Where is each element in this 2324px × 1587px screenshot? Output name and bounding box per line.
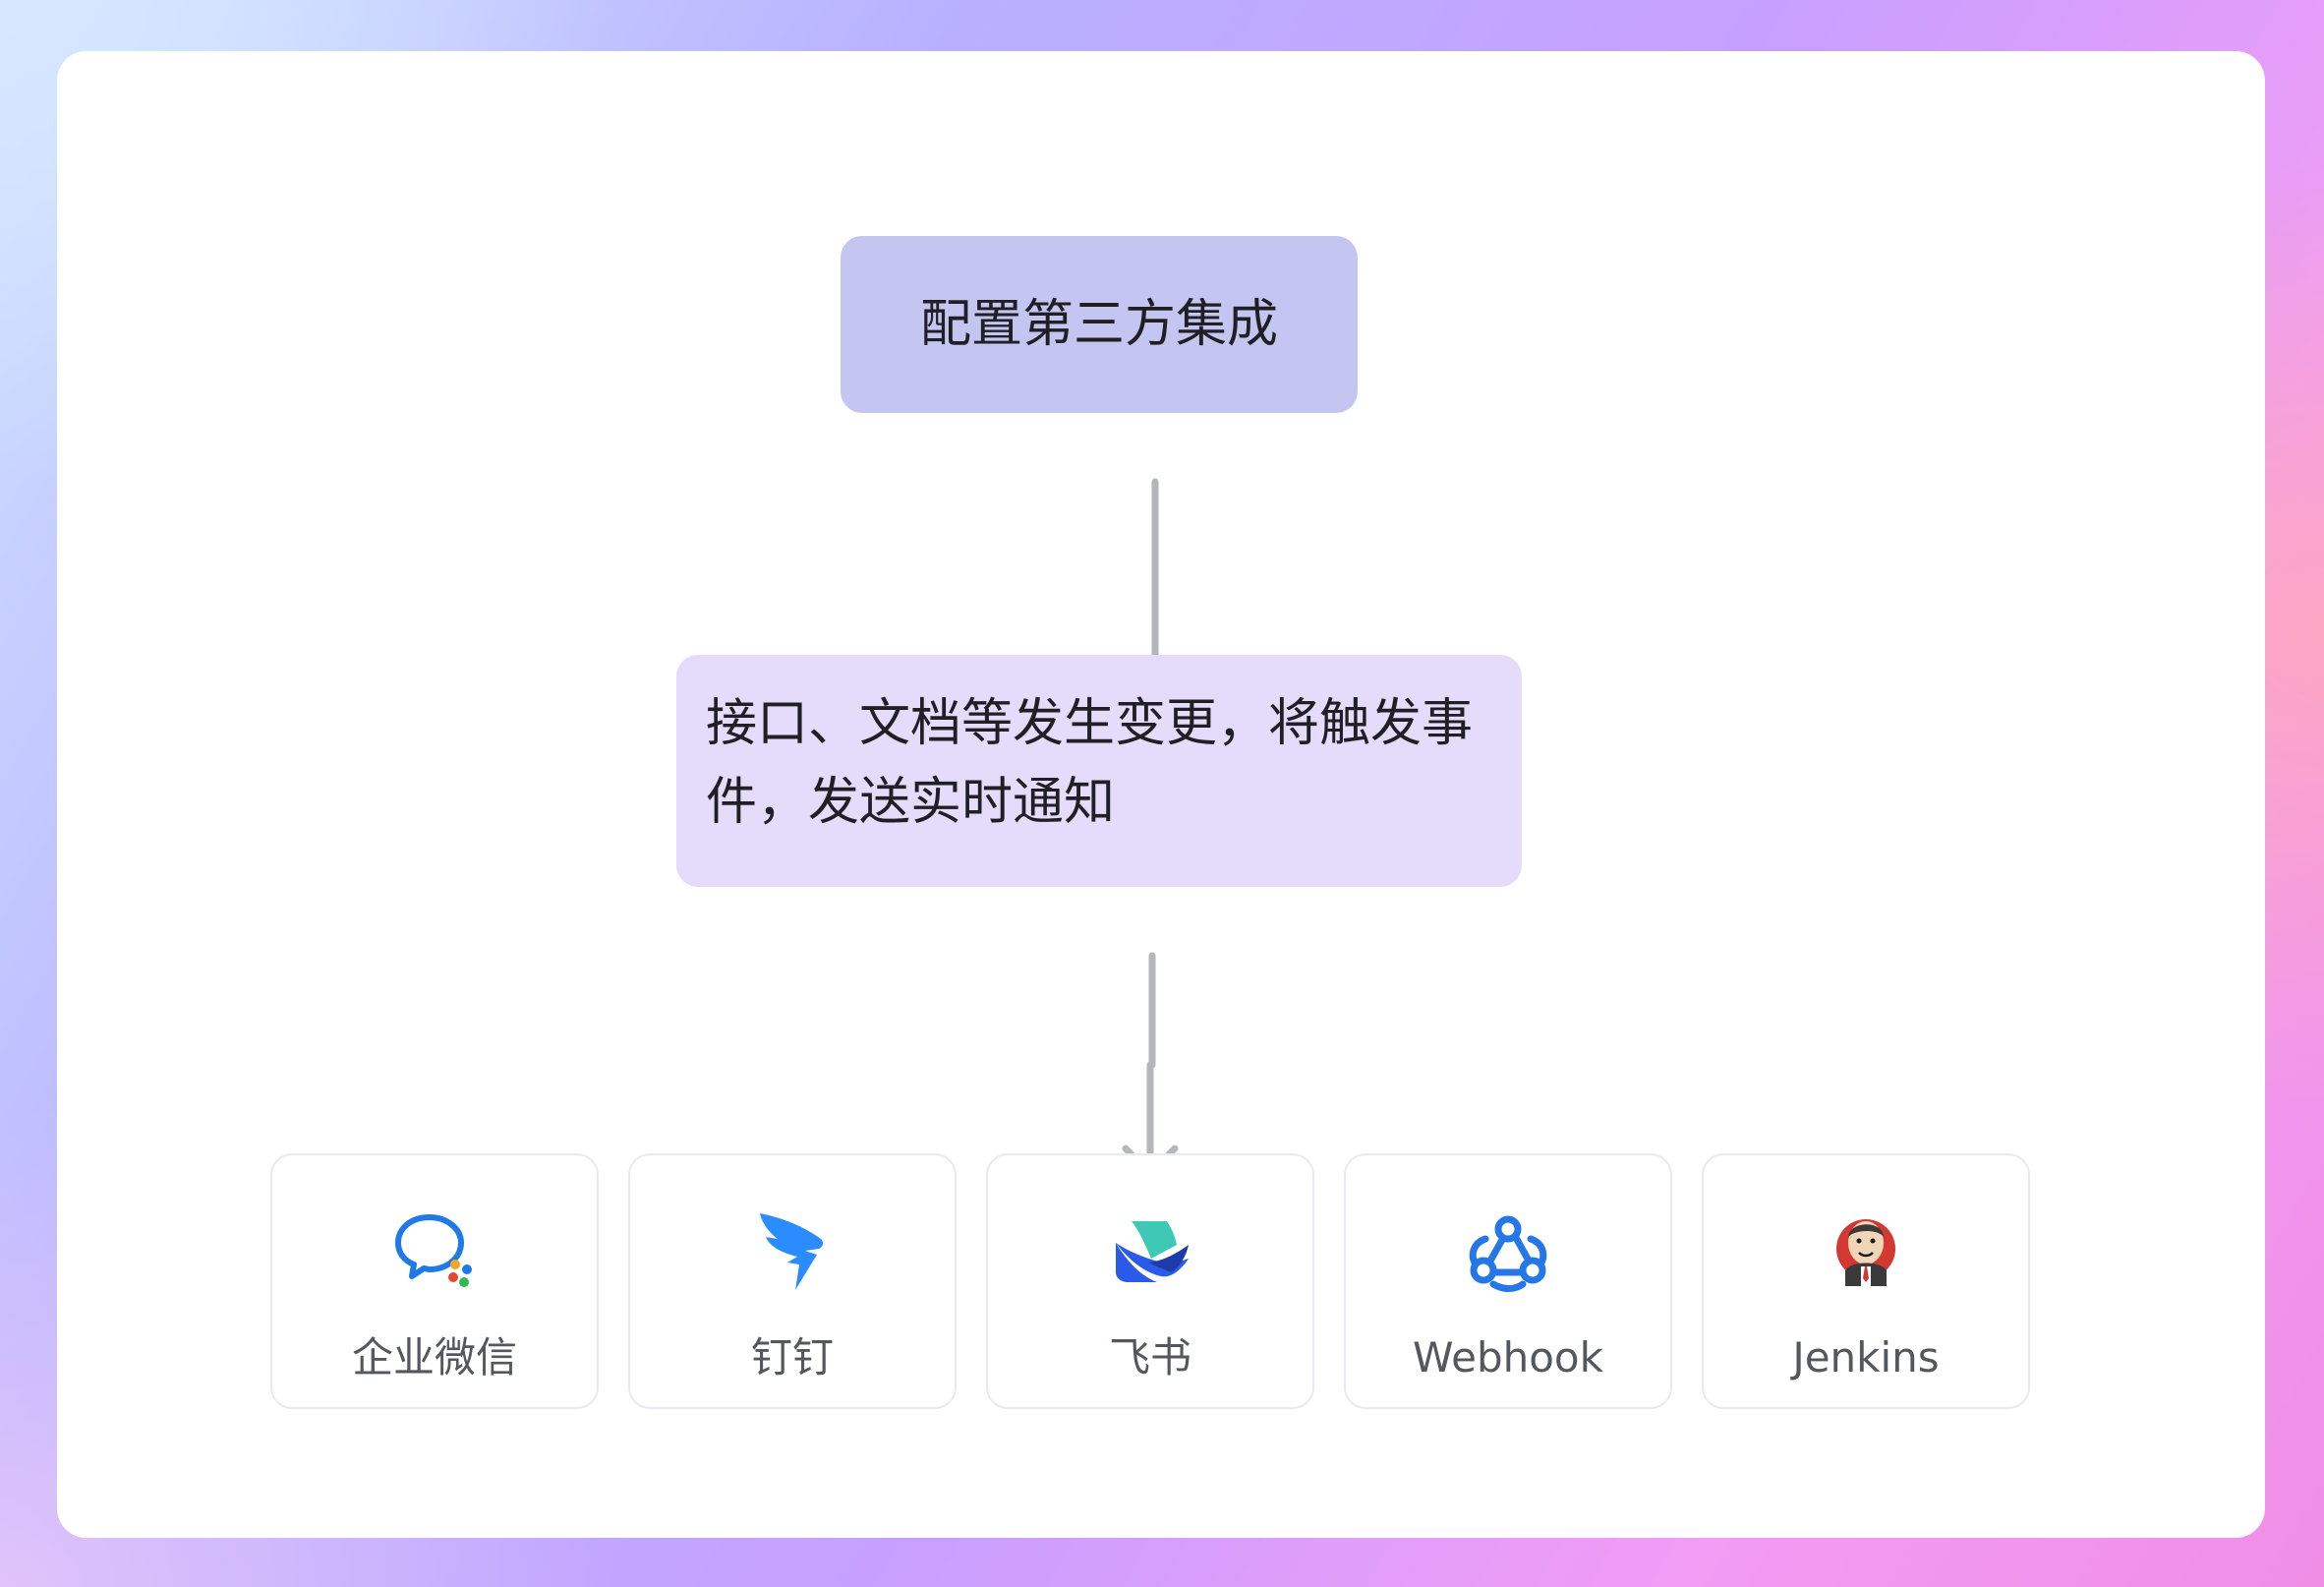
integration-label-dingtalk: 钉钉 (750, 1333, 834, 1381)
step-change-event-notify: 接口、文档等发生变更，将触发事件，发送实时通知 (676, 655, 1522, 887)
integration-card-dingtalk[interactable]: 钉钉 (628, 1153, 957, 1409)
arrow-step2-to-integrations (1146, 952, 1156, 1179)
wecom-icon (272, 1207, 597, 1296)
step-configure-integration: 配置第三方集成 (841, 236, 1358, 413)
dingtalk-icon (630, 1207, 955, 1296)
jenkins-icon (1704, 1207, 2028, 1296)
integration-label-webhook: Webhook (1413, 1333, 1603, 1381)
integration-card-feishu[interactable]: 飞书 (986, 1153, 1314, 1409)
step-change-event-notify-label: 接口、文档等发生变更，将触发事件，发送实时通知 (706, 694, 1474, 832)
integration-card-jenkins[interactable]: Jenkins (1702, 1153, 2030, 1409)
feishu-icon (988, 1207, 1312, 1296)
step-configure-integration-label: 配置第三方集成 (919, 295, 1278, 354)
webhook-icon (1346, 1207, 1670, 1296)
integration-label-wecom: 企业微信 (351, 1333, 517, 1381)
integration-card-wecom[interactable]: 企业微信 (270, 1153, 599, 1409)
integration-label-feishu: 飞书 (1108, 1333, 1191, 1381)
integration-label-jenkins: Jenkins (1792, 1333, 1940, 1381)
integration-card-webhook[interactable]: Webhook (1344, 1153, 1672, 1409)
